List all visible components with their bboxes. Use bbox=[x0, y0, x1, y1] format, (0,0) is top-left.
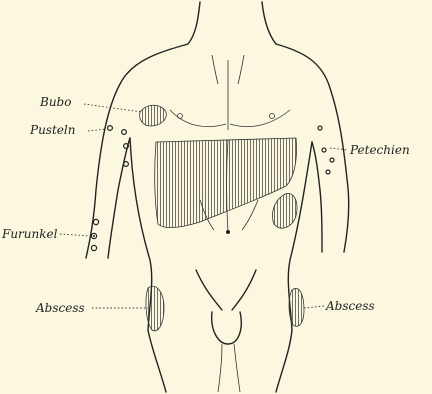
label-abscess-right: Abscess bbox=[325, 299, 375, 313]
abscess-left-region bbox=[146, 286, 164, 331]
petechien-leader bbox=[330, 148, 348, 150]
bubo-leader bbox=[84, 104, 142, 112]
spleen-region bbox=[272, 193, 297, 228]
abscess-right-region bbox=[289, 288, 304, 326]
furunkel-leader bbox=[60, 234, 90, 236]
label-petechien: Petechien bbox=[349, 143, 410, 157]
petechien-marks bbox=[318, 126, 334, 174]
label-furunkel: Furunkel bbox=[1, 227, 58, 241]
pusteln-leader bbox=[88, 129, 106, 131]
bubo-region bbox=[140, 105, 167, 126]
label-pusteln: Pusteln bbox=[29, 123, 75, 137]
abscess-right-leader bbox=[304, 306, 324, 308]
label-abscess-left: Abscess bbox=[35, 301, 85, 315]
pusteln-marks bbox=[108, 126, 129, 167]
label-bubo: Bubo bbox=[39, 95, 71, 109]
